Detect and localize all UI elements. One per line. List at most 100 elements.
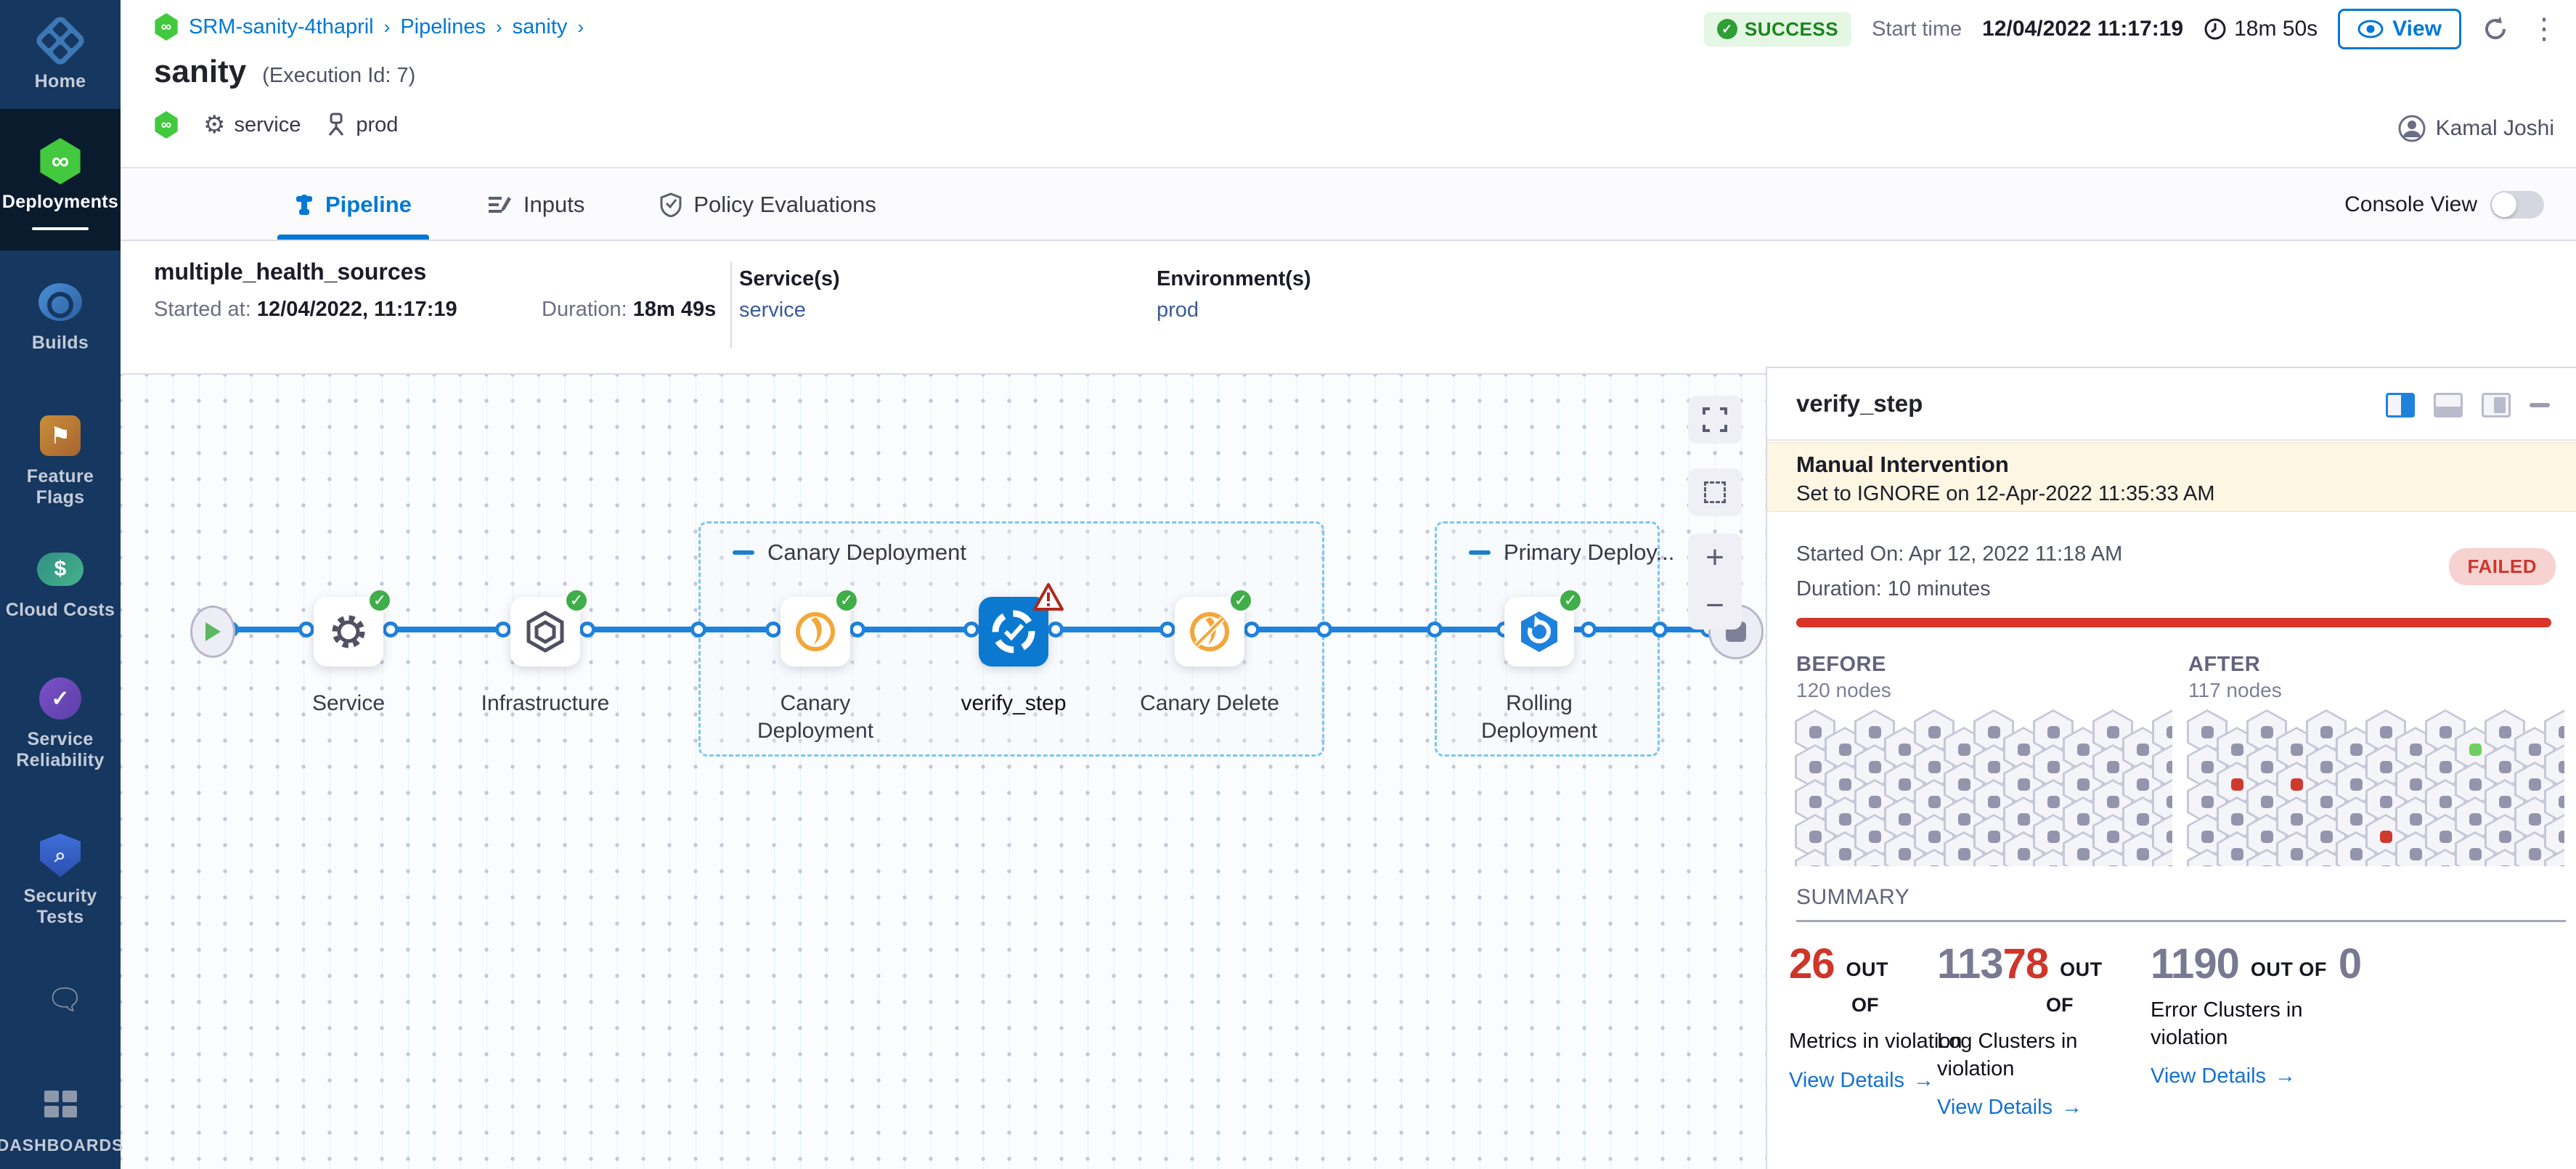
edge-connector-dot bbox=[849, 622, 865, 638]
breadcrumb-pipelines[interactable]: Pipelines bbox=[400, 15, 486, 38]
start-time-value: 12/04/2022 11:17:19 bbox=[1982, 17, 2184, 41]
user-chip[interactable]: Kamal Joshi bbox=[2398, 115, 2554, 142]
edge-connector-dot bbox=[579, 622, 595, 638]
tab-bar: Pipeline Inputs Policy Evaluations Conso… bbox=[121, 170, 2576, 241]
banner-text: Set to IGNORE on 12-Apr-2022 11:35:33 AM bbox=[1796, 482, 2215, 505]
edge-connector-dot bbox=[690, 622, 706, 638]
node-canary-delete[interactable]: ✓ bbox=[1175, 588, 1253, 667]
dashboards-icon bbox=[37, 1082, 83, 1128]
fit-to-screen-button[interactable] bbox=[1688, 396, 1742, 444]
check-icon: ✓ bbox=[1716, 19, 1737, 39]
sidebar-item-cloud-costs[interactable]: $ Cloud Costs bbox=[0, 546, 121, 621]
service-reliability-icon: ✓ bbox=[37, 675, 83, 722]
breadcrumb-pipeline[interactable]: sanity bbox=[512, 15, 568, 38]
sidebar-item-help[interactable]: 🗨? bbox=[0, 976, 121, 1022]
harness-cd-tag-icon: ∞ bbox=[155, 111, 178, 139]
service-tag[interactable]: ⚙ service bbox=[203, 111, 301, 139]
edge-connector-dot bbox=[383, 622, 399, 638]
node-infrastructure[interactable]: ✓ bbox=[510, 588, 589, 667]
security-tests-icon: ⌕ bbox=[37, 832, 83, 879]
log-clusters-violation-stat: 113 78 OUT OF Log Clusters in violation … bbox=[1937, 943, 2140, 1120]
pipeline-canvas[interactable]: Canary Deployment Primary Deploy... ✓ Se… bbox=[121, 375, 1766, 1169]
edge-connector-dot bbox=[1159, 622, 1175, 638]
gear-icon: ⚙ bbox=[203, 111, 226, 139]
view-details-link[interactable]: View Details→ bbox=[1937, 1096, 2083, 1120]
arrow-right-icon: → bbox=[2061, 1096, 2083, 1120]
kebab-menu-icon[interactable]: ⋮ bbox=[2530, 13, 2559, 45]
node-label: Infrastructure bbox=[481, 691, 610, 715]
node-label: Service bbox=[311, 691, 386, 715]
sidebar-item-security-tests[interactable]: ⌕ Security Tests bbox=[0, 832, 121, 928]
stage-name: multiple_health_sources bbox=[154, 258, 427, 285]
stat-value-total: 0 bbox=[2338, 940, 2362, 987]
duration: 18m 50s bbox=[2204, 17, 2318, 41]
canary-delete-icon bbox=[1190, 612, 1229, 651]
success-badge-icon: ✓ bbox=[564, 588, 589, 613]
eye-icon bbox=[2357, 20, 2384, 38]
page-title: sanity bbox=[154, 54, 247, 89]
clock-icon bbox=[2204, 18, 2226, 40]
harness-cd-icon: ∞ bbox=[155, 13, 178, 41]
breadcrumb-project[interactable]: SRM-sanity-4thapril bbox=[189, 15, 374, 38]
service-link[interactable]: service bbox=[739, 298, 806, 322]
stat-label: Error Clusters in violation bbox=[2151, 998, 2303, 1049]
sidebar-item-home[interactable]: Home bbox=[0, 14, 121, 92]
manual-intervention-banner: Manual Intervention Set to IGNORE on 12-… bbox=[1767, 442, 2576, 512]
stat-label: Log Clusters in violation bbox=[1937, 1030, 2078, 1080]
sidebar-item-dashboards[interactable]: DASHBOARDS bbox=[0, 1082, 123, 1154]
node-rolling-deployment[interactable]: ✓ bbox=[1504, 588, 1583, 667]
stat-label: Metrics in violation bbox=[1789, 1030, 1962, 1053]
environment-tag[interactable]: prod bbox=[325, 113, 398, 137]
view-details-link[interactable]: View Details→ bbox=[1789, 1068, 1935, 1092]
edge-connector-dot bbox=[1581, 622, 1597, 638]
environment-link[interactable]: prod bbox=[1157, 298, 1199, 322]
node-hexagon[interactable] bbox=[2544, 709, 2564, 754]
node-canary-deployment[interactable]: ✓ bbox=[780, 588, 859, 667]
deployments-icon: ∞ bbox=[37, 138, 83, 184]
console-view-toggle[interactable] bbox=[2490, 191, 2544, 219]
sidebar-item-builds[interactable]: Builds bbox=[0, 279, 121, 354]
started-on: Started On: Apr 12, 2022 11:18 AM bbox=[1796, 542, 2123, 566]
collapse-group-icon[interactable] bbox=[1469, 550, 1491, 555]
sidebar-item-service-reliability[interactable]: ✓ Service Reliability bbox=[0, 675, 121, 771]
after-nodes-count: 117 nodes bbox=[2188, 679, 2282, 701]
edge-connector-dot bbox=[298, 622, 314, 638]
before-node-grid[interactable] bbox=[1795, 709, 2172, 866]
node-verify-step[interactable] bbox=[979, 583, 1064, 667]
sidebar-item-deployments[interactable]: ∞ Deployments bbox=[0, 109, 121, 250]
failed-badge: FAILED bbox=[2448, 548, 2556, 585]
layout-split-right-icon[interactable] bbox=[2386, 393, 2415, 418]
error-clusters-violation-stat: 1190 OUT OF 0 Error Clusters in violatio… bbox=[2151, 943, 2368, 1088]
view-details-link[interactable]: View Details→ bbox=[2151, 1064, 2296, 1088]
view-button[interactable]: View bbox=[2338, 9, 2461, 49]
status-badge: ✓ SUCCESS bbox=[1703, 12, 1852, 46]
zoom-in-button[interactable]: + bbox=[1705, 539, 1724, 575]
inputs-icon bbox=[488, 197, 511, 213]
summary-label: SUMMARY bbox=[1796, 885, 1910, 909]
failure-progress-bar bbox=[1796, 618, 2551, 627]
tab-inputs[interactable]: Inputs bbox=[470, 170, 602, 240]
multi-select-button[interactable] bbox=[1688, 468, 1742, 516]
layout-floating-icon[interactable] bbox=[2482, 393, 2511, 418]
refresh-icon[interactable] bbox=[2482, 15, 2509, 43]
layout-bottom-icon[interactable] bbox=[2434, 393, 2463, 418]
node-hexagon[interactable] bbox=[2092, 849, 2133, 866]
after-node-grid[interactable] bbox=[2187, 709, 2564, 866]
start-time-label: Start time bbox=[1872, 17, 1962, 41]
minimize-panel-icon[interactable] bbox=[2530, 403, 2550, 407]
node-service[interactable]: ✓ bbox=[314, 588, 392, 667]
service-gear-icon bbox=[332, 615, 365, 648]
console-view-label: Console View bbox=[2344, 192, 2477, 216]
pipeline-start-node[interactable] bbox=[190, 606, 235, 658]
environment-icon bbox=[329, 113, 344, 136]
chat-help-icon: 🗨? bbox=[46, 983, 83, 1016]
edge-connector-dot bbox=[1652, 622, 1668, 638]
zoom-out-button[interactable]: − bbox=[1705, 587, 1724, 623]
sidebar-item-feature-flags[interactable]: ⚑ Feature Flags bbox=[0, 412, 121, 508]
collapse-group-icon[interactable] bbox=[733, 550, 754, 555]
tab-pipeline[interactable]: Pipeline bbox=[277, 170, 429, 240]
stage-info-bar: multiple_health_sources Started at: 12/0… bbox=[121, 243, 2576, 375]
tab-policy-evaluations[interactable]: Policy Evaluations bbox=[643, 170, 894, 240]
edge-connector-dot bbox=[495, 622, 511, 638]
